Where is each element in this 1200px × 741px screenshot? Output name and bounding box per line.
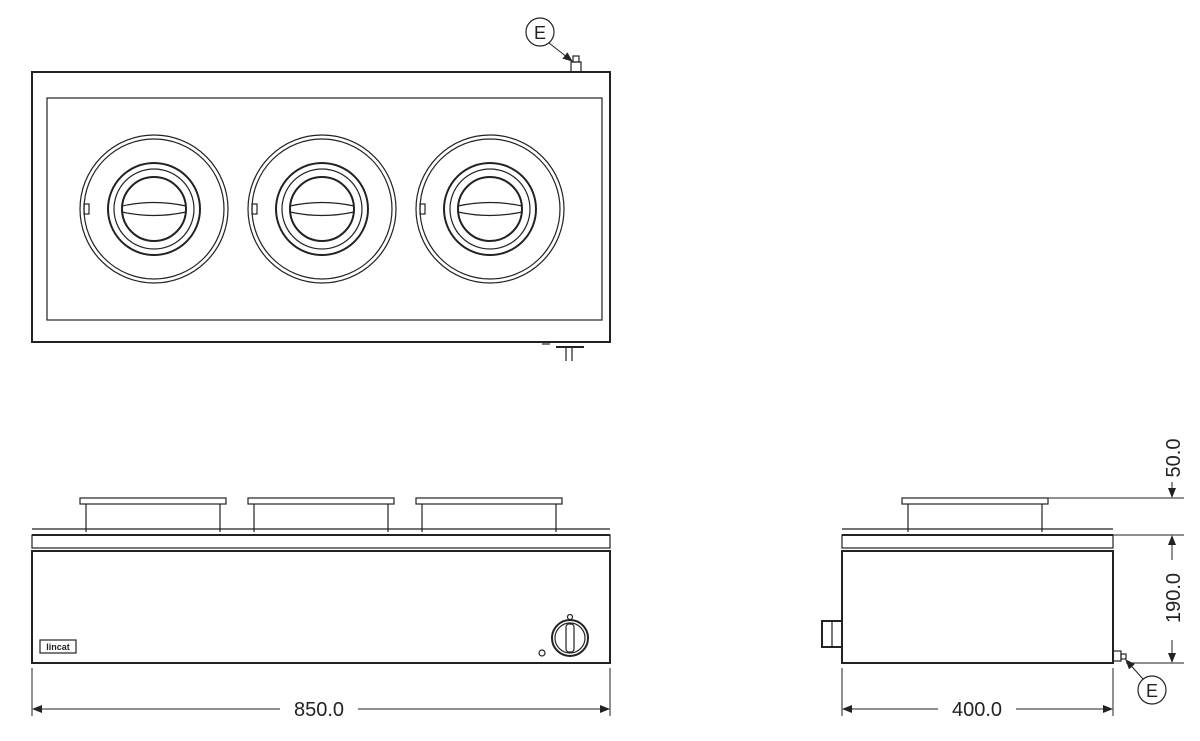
connector-fitting-icon [1112,650,1127,662]
dimension-width: 850.0 [31,668,611,721]
control-knob-icon [538,613,589,657]
front-pot-profile-2 [247,497,395,532]
front-top-plate [31,534,611,549]
side-view: E 400.0 50.0 190.0 [821,439,1185,721]
bain-marie-pot-icon [415,134,565,284]
front-body [31,550,611,664]
brand-logo-text: lincat [46,642,70,652]
bain-marie-pot-icon [247,134,397,284]
dimension-body-height: 190.0 [1126,536,1185,664]
front-view: lincat 850.0 [31,497,611,721]
callout-side-label: E [1146,681,1158,701]
side-top-plate [841,534,1114,549]
connector-fitting-icon [542,343,584,361]
callout-side-connector: E [1125,659,1167,705]
dimension-body-height-label: 190.0 [1163,573,1185,623]
connector-fitting-icon [570,55,582,73]
top-view-inner-frame [46,97,603,321]
front-pot-profile-3 [415,497,563,532]
bain-marie-pot-icon [79,134,229,284]
side-pot-profile [901,497,1049,532]
front-pot-profile-1 [79,497,227,532]
dimension-depth-label: 400.0 [952,699,1002,721]
dimension-width-label: 850.0 [294,699,344,721]
brand-logo: lincat [39,639,77,654]
control-knob-icon [821,620,843,648]
dimension-pot-height-label: 50.0 [1163,439,1185,478]
dimension-depth: 400.0 [841,668,1114,721]
top-view-outer-frame [31,71,611,343]
callout-top-connector: E [525,17,573,62]
top-view: E [31,17,611,361]
callout-top-label: E [534,23,546,43]
side-body [841,550,1114,664]
